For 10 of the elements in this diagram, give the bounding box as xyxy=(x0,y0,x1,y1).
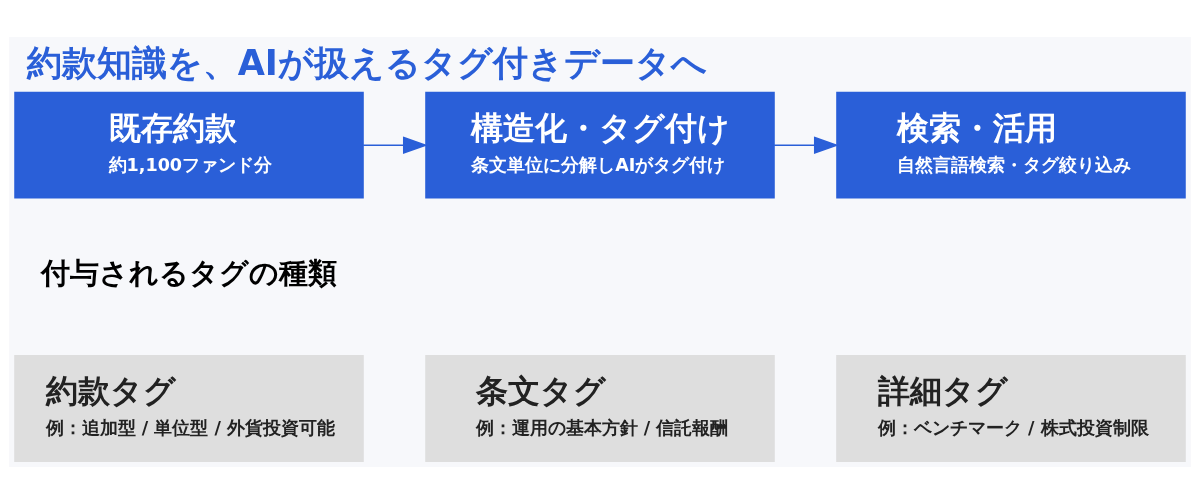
node-box: 構造化・タグ付け 条文単位に分解しAIがタグ付け xyxy=(425,91,775,199)
arrow xyxy=(362,136,428,154)
node-box: 詳細タグ 例：ベンチマーク / 株式投資制限 xyxy=(836,355,1186,462)
label: 付与されるタグの種類 xyxy=(40,255,337,290)
node-box: 検索・活用 自然言語検索・タグ絞り込み xyxy=(836,91,1186,199)
node-box: 約款タグ 例：追加型 / 単位型 / 外貨投資可能 xyxy=(14,355,364,462)
node-box: 条文タグ 例：運用の基本方針 / 信託報酬 xyxy=(425,355,775,462)
node-box: 既存約款 約1,100ファンド分 xyxy=(14,91,364,199)
diagram-title: 約款知識を、AIが扱えるタグ付きデータへ xyxy=(26,42,707,84)
arrow xyxy=(773,136,839,154)
